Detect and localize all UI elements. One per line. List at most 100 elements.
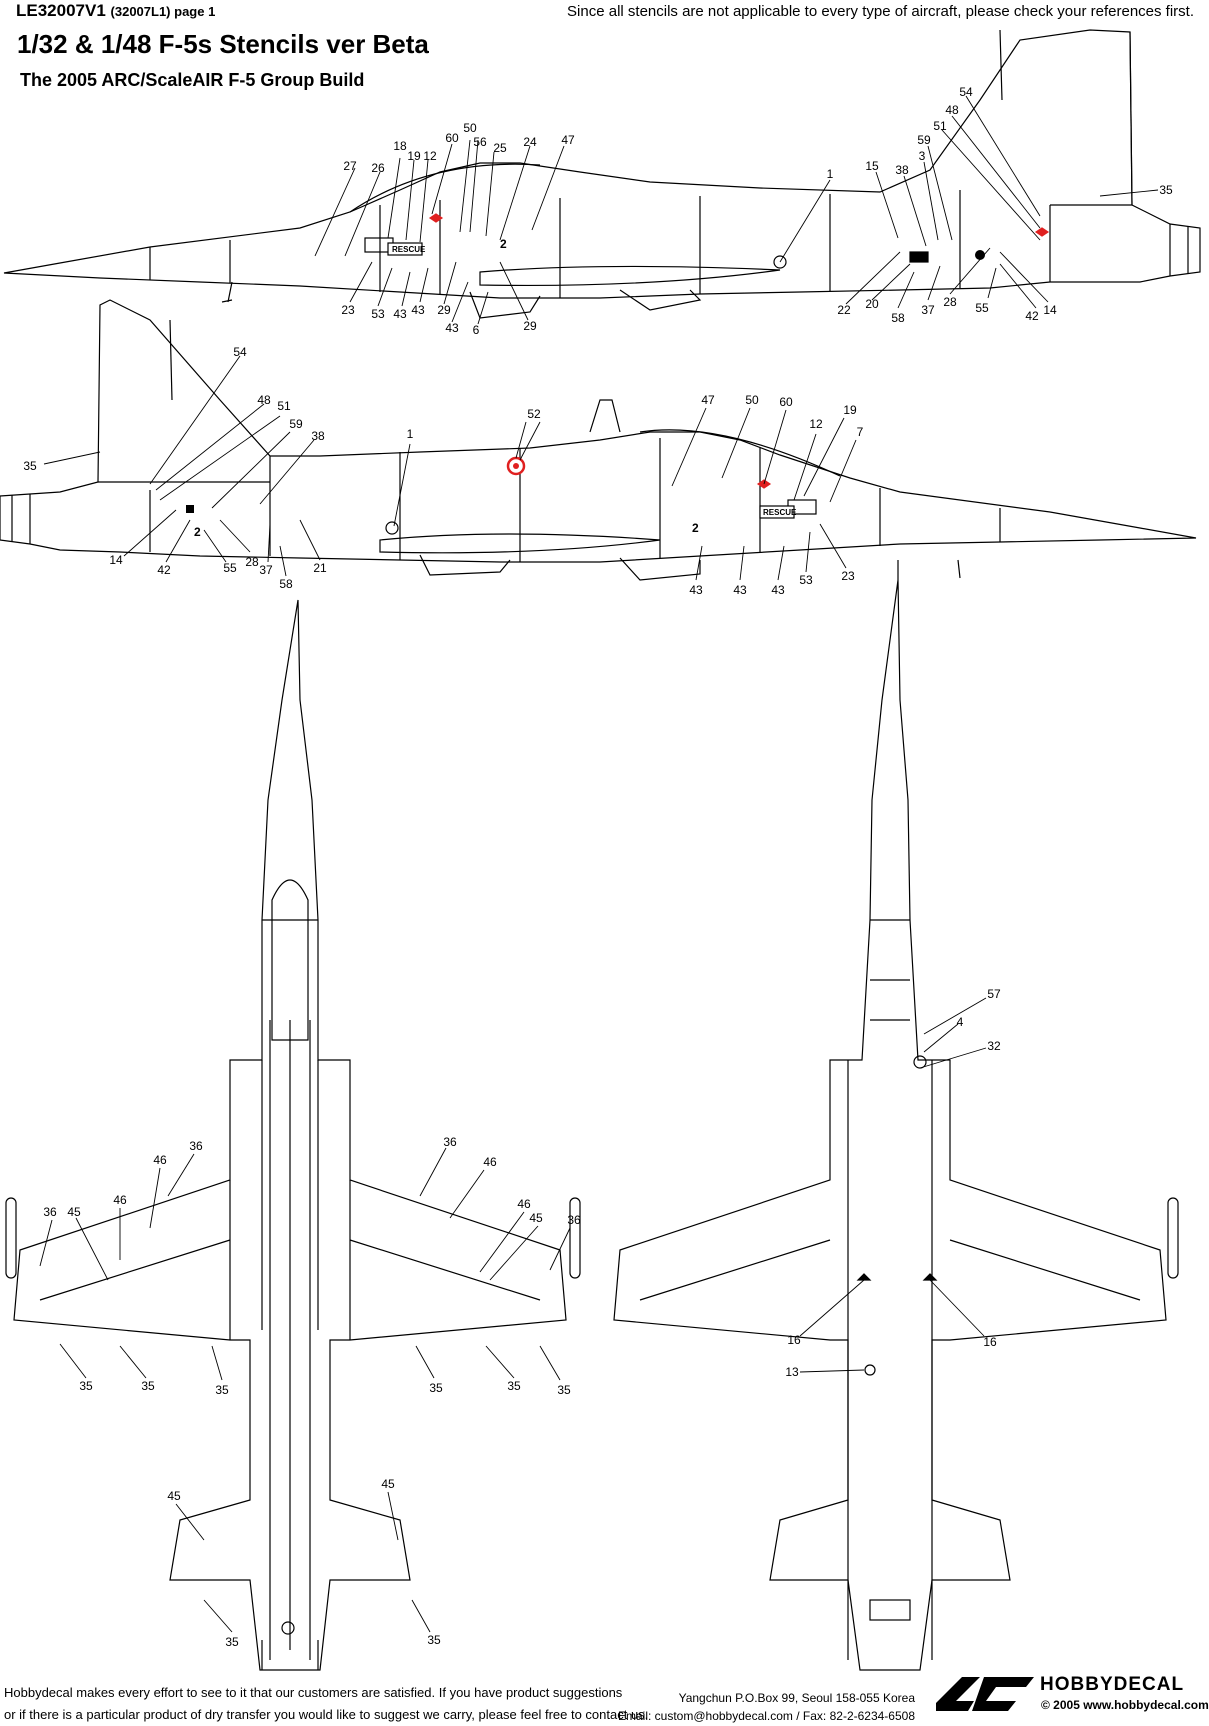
left-marking-2: 2 [500,237,507,251]
top-view [5,599,581,1671]
top-callout: 46 [517,1197,531,1211]
left-callout: 29 [523,319,537,333]
footer-address: Yangchun P.O.Box 99, Seoul 158-055 Korea [678,1691,915,1705]
left-callout: 59 [917,133,931,147]
top-callout: 35 [79,1379,93,1393]
leader-lines [39,95,1159,1633]
footer-line-2: or if there is a particular product of d… [4,1707,649,1722]
bottom-callout: 32 [987,1039,1001,1053]
bottom-callout: 13 [785,1365,799,1379]
left-callout: 54 [959,85,973,99]
right-callout: 60 [779,395,793,409]
left-callout: 23 [341,303,355,317]
top-callout: 45 [381,1477,395,1491]
right-callout: 42 [157,563,171,577]
sheet-title: 1/32 & 1/48 F-5s Stencils ver Beta [17,29,429,59]
left-callout: 29 [437,303,451,317]
left-callout: 35 [1159,183,1173,197]
left-callout: 19 [407,149,421,163]
top-callout: 45 [167,1489,181,1503]
bottom-callout: 57 [987,987,1001,1001]
left-callout: 22 [837,303,851,317]
right-callout: 54 [233,345,247,359]
left-callout: 37 [921,303,935,317]
sheet-code-main: LE32007V1 [16,1,106,20]
left-callout: 20 [865,297,879,311]
applicability-note: Since all stencils are not applicable to… [567,3,1194,20]
left-callout: 18 [393,139,407,153]
right-callout: 12 [809,417,823,431]
footer-line-1: Hobbydecal makes every effort to see to … [4,1685,623,1700]
right-callout: 50 [745,393,759,407]
right-callout: 38 [311,429,325,443]
left-callout: 43 [445,321,459,335]
footer-disclaimer: Hobbydecal makes every effort to see to … [4,1682,648,1726]
bottom-view [613,560,1179,1671]
top-callout: 35 [141,1379,155,1393]
left-side-view: RESCUE 2 [3,29,1201,319]
logo-copyright: © 2005 www.hobbydecal.com [1041,1698,1209,1712]
left-callout: 14 [1043,303,1057,317]
left-callout: 12 [423,149,437,163]
top-callout: 36 [189,1139,203,1153]
right-callout: 7 [857,425,864,439]
right-marking-2a: 2 [692,521,699,535]
right-callout: 21 [313,561,327,575]
top-callout: 46 [153,1153,167,1167]
left-callout: 56 [473,135,487,149]
left-rescue-label: RESCUE [392,245,426,254]
top-callout: 35 [215,1383,229,1397]
left-callout: 48 [945,103,959,117]
right-callout: 19 [843,403,857,417]
left-callout: 38 [895,163,909,177]
top-callout: 36 [567,1213,581,1227]
left-callout: 24 [523,135,537,149]
left-callout: 3 [919,149,926,163]
left-callout: 53 [371,307,385,321]
footer-contact: Yangchun P.O.Box 99, Seoul 158-055 Korea… [618,1689,915,1725]
left-callout: 15 [865,159,879,173]
left-callout: 51 [933,119,947,133]
top-callout: 35 [557,1383,571,1397]
right-callout: 47 [701,393,715,407]
right-callout: 1 [407,427,414,441]
top-callout: 45 [67,1205,81,1219]
sheet-code: LE32007V1 (32007L1) page 1 [16,1,215,21]
right-side-view: RESCUE 2 2 [0,299,1197,581]
right-callout: 28 [245,555,259,569]
footer-email-fax: Email: custom@hobbydecal.com / Fax: 82-2… [618,1709,915,1723]
left-callout: 6 [473,323,480,337]
logo-brand-name: HOBBYDECAL [1040,1674,1185,1695]
left-callout: 1 [827,167,834,181]
right-callout: 59 [289,417,303,431]
top-callout: 35 [427,1633,441,1647]
right-callout: 55 [223,561,237,575]
right-callout: 43 [771,583,785,597]
right-callout: 51 [277,399,291,413]
bottom-callout: 16 [983,1335,997,1349]
bottom-callout: 16 [787,1333,801,1347]
top-callout: 35 [507,1379,521,1393]
sheet-subtitle: The 2005 ARC/ScaleAIR F-5 Group Build [20,70,365,90]
top-callout: 46 [113,1193,127,1207]
right-callout: 43 [733,583,747,597]
left-callout: 50 [463,121,477,135]
top-callout: 35 [225,1635,239,1649]
right-callout: 37 [259,563,273,577]
right-callout: 48 [257,393,271,407]
hobbydecal-logo-icon [936,1677,1034,1711]
left-callout: 58 [891,311,905,325]
right-callout: 43 [689,583,703,597]
top-callout: 36 [443,1135,457,1149]
right-callout: 14 [109,553,123,567]
left-callout: 47 [561,133,575,147]
top-callout: 36 [43,1205,57,1219]
right-callout: 52 [527,407,541,421]
left-callout: 43 [411,303,425,317]
right-callout: 35 [23,459,37,473]
right-callout: 53 [799,573,813,587]
top-callout: 46 [483,1155,497,1169]
left-callout: 60 [445,131,459,145]
left-callout: 42 [1025,309,1039,323]
